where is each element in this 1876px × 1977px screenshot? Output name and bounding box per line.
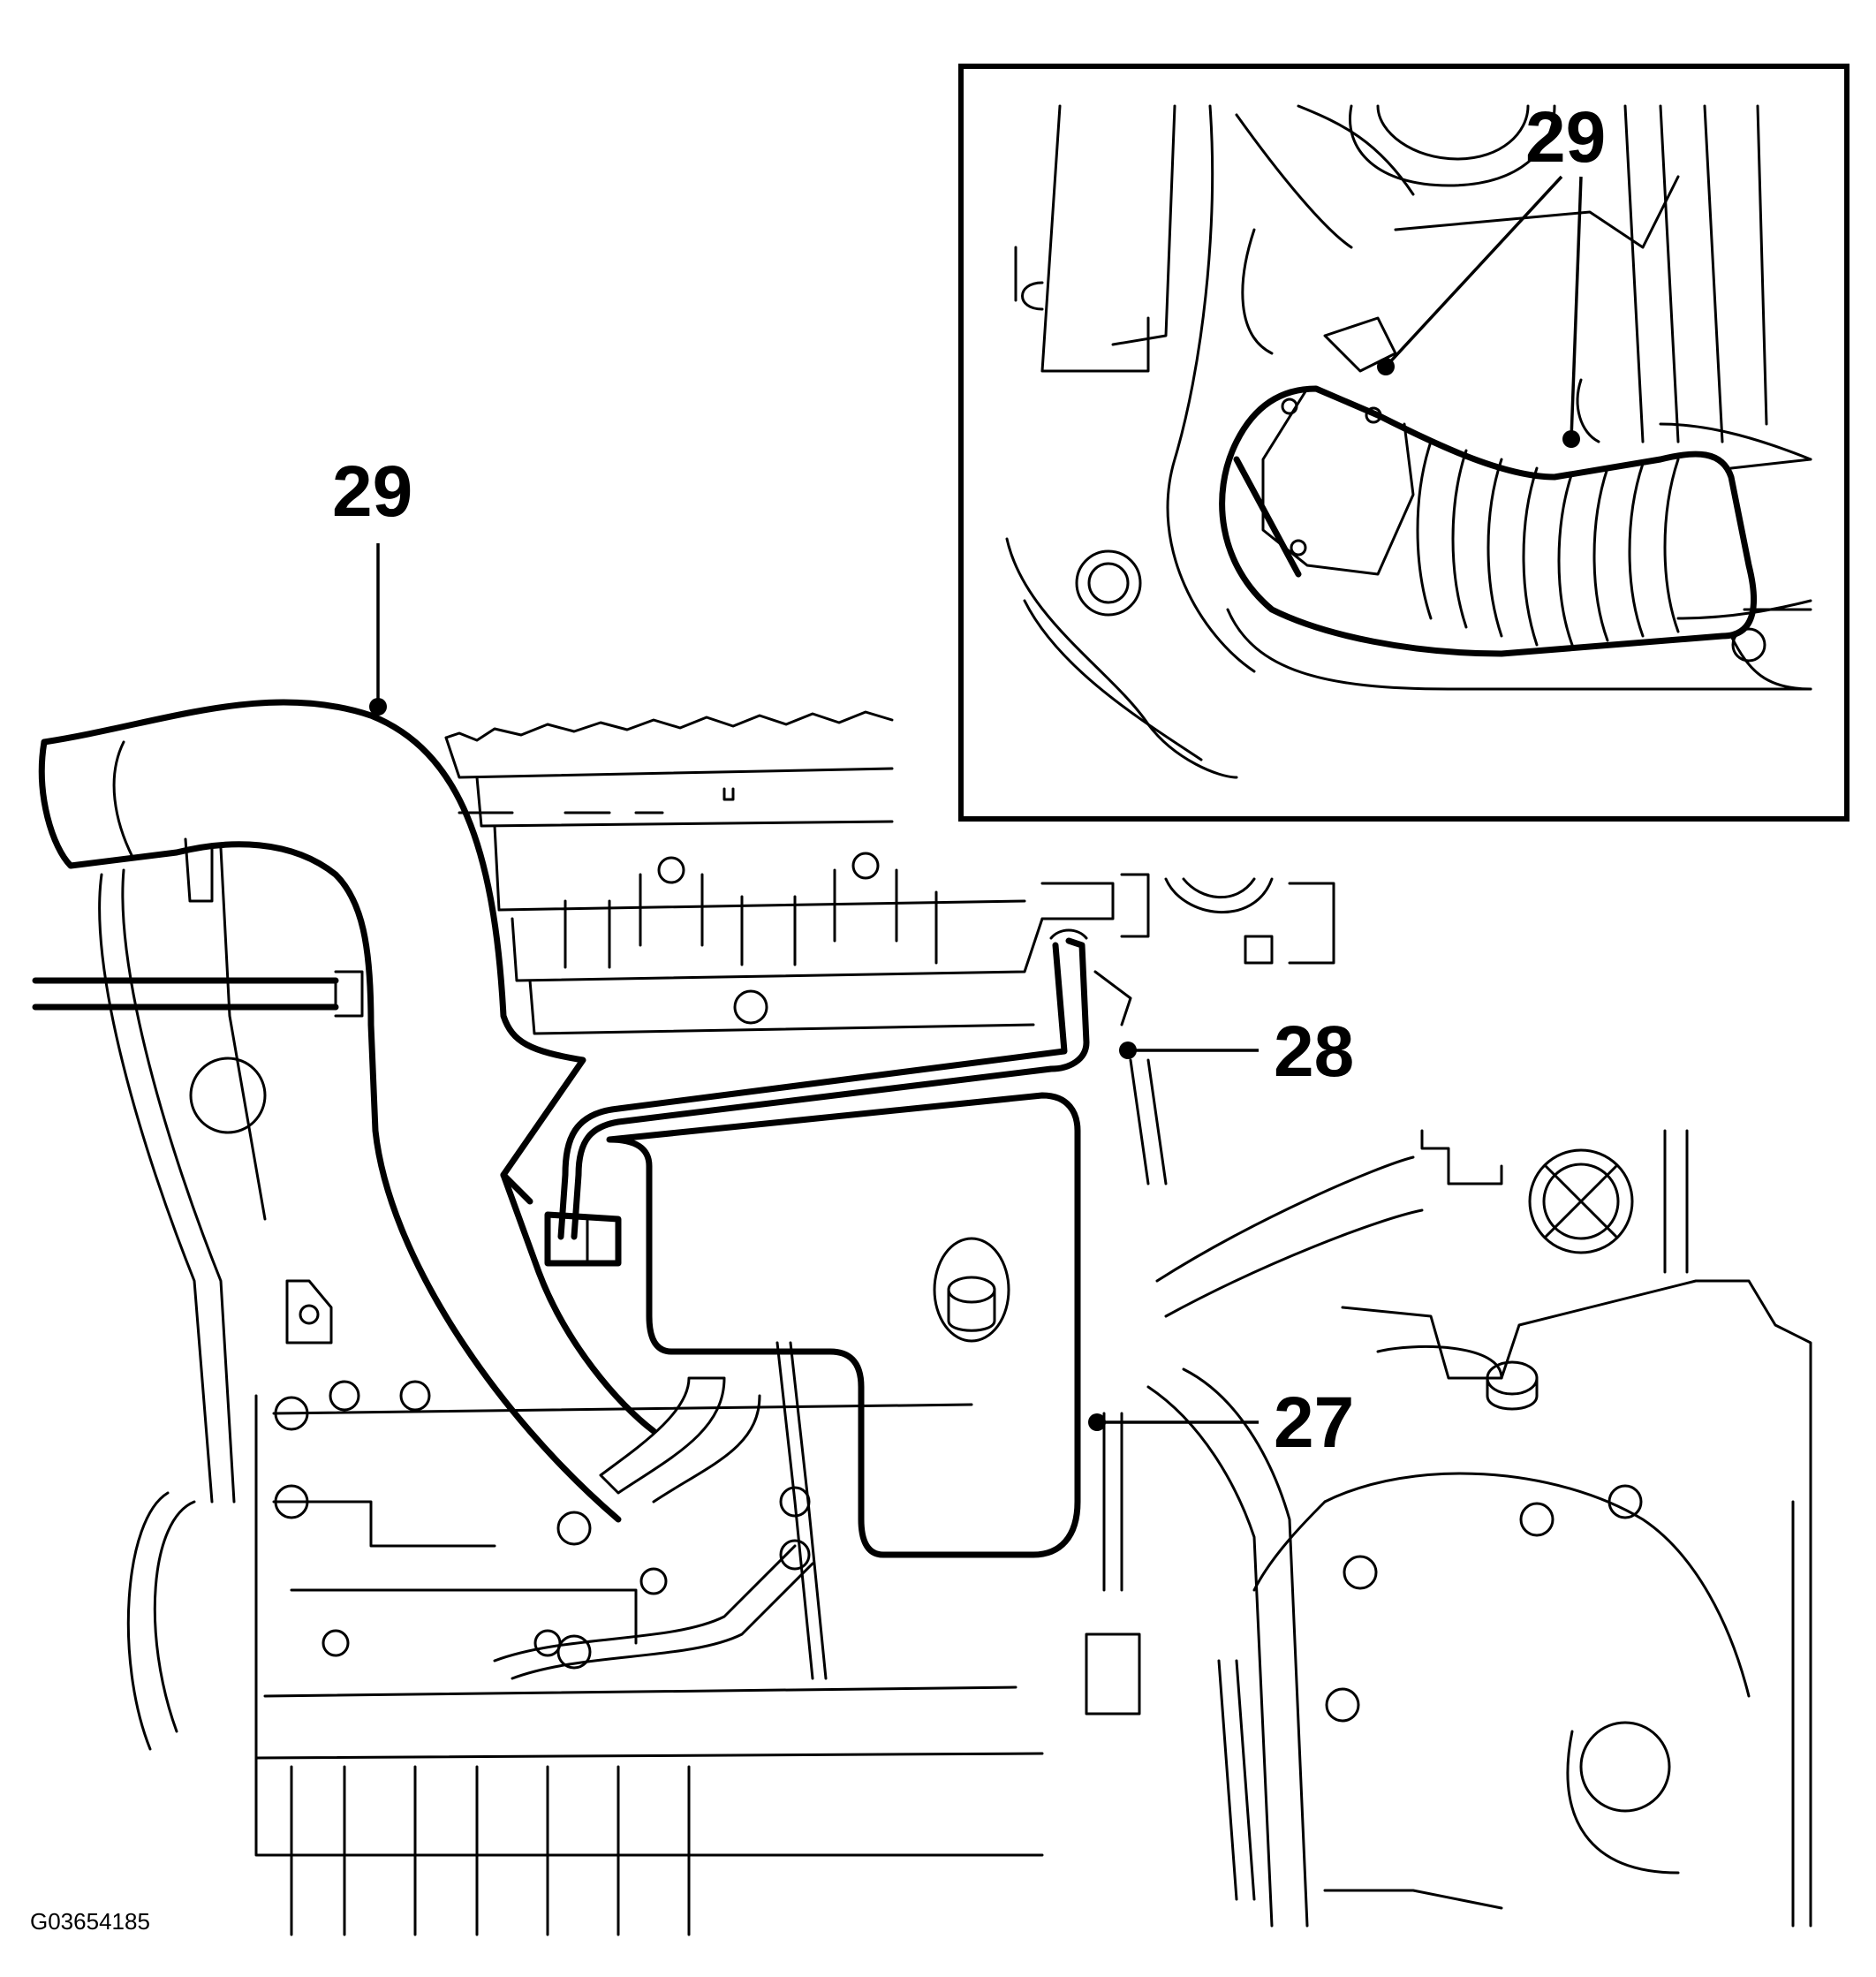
- leader-dot-28: [1119, 1042, 1137, 1059]
- figure-reference-code: G03654185: [30, 1908, 150, 1935]
- leader-dot-27: [1088, 1413, 1106, 1431]
- inset-callout-29: 29: [1377, 97, 1606, 448]
- inset-callout-label-29: 29: [1525, 97, 1606, 178]
- leader-dot-29: [369, 698, 387, 716]
- callout-label-27: 27: [1274, 1382, 1354, 1463]
- inset-leader-line-a: [1384, 175, 1563, 368]
- coolant-hose-part-28: [544, 928, 1090, 1267]
- inset-leader-line-b: [1570, 176, 1583, 440]
- callout-label-29: 29: [332, 451, 412, 532]
- callout-27: 27: [1088, 1382, 1354, 1463]
- detail-inset: [958, 64, 1850, 822]
- expansion-tank-part-27: [606, 1092, 1081, 1558]
- inset-leader-dot-a: [1377, 358, 1395, 375]
- callout-29: 29: [332, 451, 412, 716]
- callout-28: 28: [1119, 1011, 1354, 1092]
- inset-hose-connection: [1219, 385, 1812, 657]
- engine-line-art: [98, 710, 1812, 1936]
- inset-leader-dot-b: [1562, 430, 1580, 448]
- callout-label-28: 28: [1274, 1011, 1354, 1092]
- inset-line-art: [1005, 104, 1812, 779]
- intake-hose-part-29: [32, 699, 657, 1523]
